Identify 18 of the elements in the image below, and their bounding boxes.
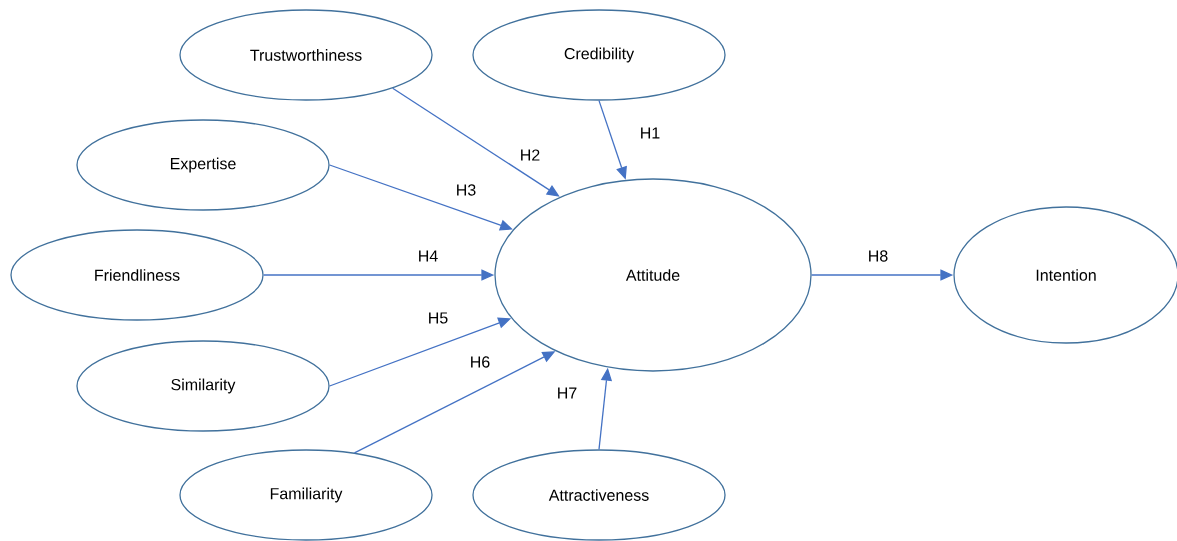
oval: Familiarity bbox=[179, 449, 433, 541]
edge-label: H2 bbox=[518, 148, 542, 162]
oval: Friendliness bbox=[10, 229, 264, 321]
oval: Credibility bbox=[472, 9, 726, 101]
edge-label: H1 bbox=[638, 126, 662, 140]
edge-label: H4 bbox=[416, 249, 440, 263]
oval: Attractiveness bbox=[472, 449, 726, 541]
edge-label: H7 bbox=[555, 386, 579, 400]
oval: Expertise bbox=[76, 119, 330, 211]
arrow bbox=[392, 87, 560, 197]
edge-label: H8 bbox=[866, 249, 890, 263]
edge-label: H3 bbox=[454, 183, 478, 197]
edge-label: H6 bbox=[468, 355, 492, 369]
oval: Similarity bbox=[76, 340, 330, 432]
oval: Attitude bbox=[494, 178, 812, 372]
arrow bbox=[329, 164, 513, 231]
oval: Trustworthiness bbox=[179, 9, 433, 101]
edge-label: H5 bbox=[426, 311, 450, 325]
